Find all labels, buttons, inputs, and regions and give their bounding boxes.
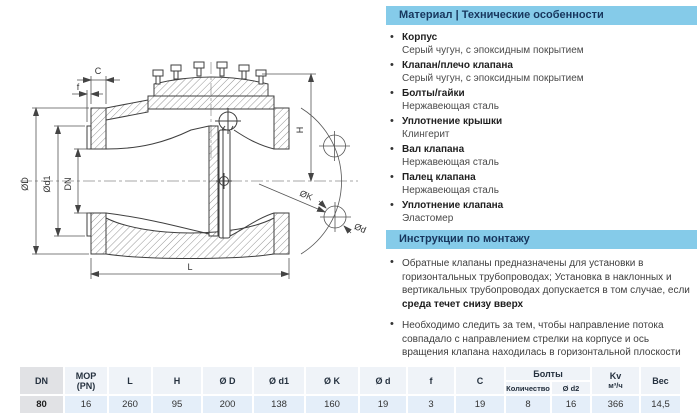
installation-item: Обратные клапаны предназначены для устан… <box>389 256 697 311</box>
spec-title: Клапан/плечо клапана <box>402 60 513 71</box>
dim-label-odd: Ød <box>353 221 368 235</box>
installation-text-bold: среда течет снизу вверх <box>402 298 524 310</box>
cell-c: 19 <box>456 396 504 413</box>
installation-list: Обратные клапаны предназначены для устан… <box>386 256 697 360</box>
col-header-od: Ø D <box>203 367 252 394</box>
spec-value: Эластомер <box>402 212 454 224</box>
spec-title: Уплотнение крышки <box>402 116 503 127</box>
dim-label-l: L <box>187 262 192 272</box>
cell-f: 3 <box>408 396 454 413</box>
col-subheader-bolt-d2: Ø d2 <box>552 382 590 394</box>
col-header-mop: MOP (PN) <box>65 367 107 394</box>
dim-label-od: ØD <box>20 177 30 191</box>
dim-label-ok: ØK <box>298 188 314 202</box>
col-header-ok: Ø K <box>306 367 358 394</box>
dimension-lines <box>32 73 352 279</box>
dimension-labels: C f ØD Ød1 DN H L ØK Ød <box>20 66 368 272</box>
col-header-weight: Вес <box>641 367 680 394</box>
mop-label: MOP <box>75 370 97 381</box>
spec-value: Серый чугун, с эпоксидным покрытием <box>402 44 584 56</box>
cell-bolt-qty: 8 <box>506 396 550 413</box>
pn-label: (PN) <box>76 380 96 391</box>
material-spec-list: Корпус Серый чугун, с эпоксидным покрыти… <box>386 31 697 225</box>
col-group-bolts: Болты <box>506 367 590 380</box>
dim-label-f: f <box>77 82 80 92</box>
info-panel: Материал | Технические особенности Корпу… <box>386 6 697 368</box>
spec-title: Корпус <box>402 32 438 43</box>
col-header-c: C <box>456 367 504 394</box>
col-header-f: f <box>408 367 454 394</box>
spec-item-bolts: Болты/гайки Нержавеющая сталь <box>389 87 697 113</box>
cell-ok: 160 <box>306 396 358 413</box>
spec-value: Нержавеющая сталь <box>402 184 499 196</box>
col-header-h: H <box>153 367 201 394</box>
dim-label-h: H <box>295 127 305 134</box>
spec-title: Палец клапана <box>402 172 476 183</box>
spec-item-cover-seal: Уплотнение крышки Клингерит <box>389 115 697 141</box>
dim-label-dn: DN <box>63 178 73 191</box>
col-subheader-bolt-qty: Количество <box>506 382 550 394</box>
kv-unit-label: м³/ч <box>608 381 623 390</box>
col-header-dn: DN <box>20 367 63 394</box>
installation-section-header: Инструкции по монтажу <box>386 230 697 249</box>
dim-label-od1: Ød1 <box>42 175 52 192</box>
installation-item: Необходимо следить за тем, чтобы направл… <box>389 318 697 360</box>
cell-od1: 138 <box>254 396 304 413</box>
col-header-od1: Ø d1 <box>254 367 304 394</box>
col-header-odsmall: Ø d <box>360 367 406 394</box>
dimensions-table: DN MOP (PN) L H Ø D Ø d1 Ø K Ø d f C Бол… <box>18 365 682 415</box>
cell-l: 260 <box>109 396 151 413</box>
valve-body-section <box>86 76 290 259</box>
spec-value: Нержавеющая сталь <box>402 100 499 112</box>
spec-item-pin: Палец клапана Нержавеющая сталь <box>389 171 697 197</box>
table-row: 80 16 260 95 200 138 160 19 3 19 8 16 36… <box>20 396 680 413</box>
col-header-l: L <box>109 367 151 394</box>
cell-weight: 14,5 <box>641 396 680 413</box>
spec-title: Вал клапана <box>402 144 465 155</box>
material-section-title: Материал | Технические особенности <box>399 9 604 21</box>
spec-item-disc: Клапан/плечо клапана Серый чугун, с эпок… <box>389 59 697 85</box>
spec-item-shaft: Вал клапана Нержавеющая сталь <box>389 143 697 169</box>
installation-text: Необходимо следить за тем, чтобы направл… <box>402 320 681 358</box>
dim-label-c: C <box>95 66 102 76</box>
kv-label: Kv <box>609 371 622 381</box>
spec-item-disc-seal: Уплотнение клапана Эластомер <box>389 199 697 225</box>
cell-mop: 16 <box>65 396 107 413</box>
spec-value: Серый чугун, с эпоксидным покрытием <box>402 72 584 84</box>
cell-h: 95 <box>153 396 201 413</box>
valve-technical-drawing: C f ØD Ød1 DN H L ØK Ød <box>20 61 368 279</box>
col-header-kv: Kv м³/ч <box>592 367 639 394</box>
cell-kv: 366 <box>592 396 639 413</box>
cell-od: 200 <box>203 396 252 413</box>
spec-title: Болты/гайки <box>402 88 465 99</box>
spec-value: Нержавеющая сталь <box>402 156 499 168</box>
material-section-header: Материал | Технические особенности <box>386 6 697 25</box>
cell-odsmall: 19 <box>360 396 406 413</box>
cell-dn: 80 <box>20 396 63 413</box>
spec-title: Уплотнение клапана <box>402 200 504 211</box>
installation-section-title: Инструкции по монтажу <box>399 233 530 245</box>
cover-bolts <box>152 61 267 85</box>
installation-text: Обратные клапаны предназначены для устан… <box>402 258 690 296</box>
spec-value: Клингерит <box>402 128 450 140</box>
cell-bolt-d2: 16 <box>552 396 590 413</box>
spec-item-body: Корпус Серый чугун, с эпоксидным покрыти… <box>389 31 697 57</box>
